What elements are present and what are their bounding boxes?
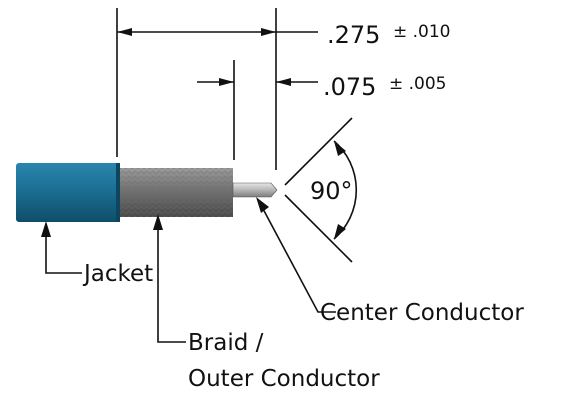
angle-dimension: 90° (284, 117, 358, 263)
arrowhead-pin-left (219, 78, 234, 86)
braid-leader-line (157, 218, 186, 343)
pin-length-tolerance: ± .005 (389, 74, 447, 94)
braid-label-line1: Braid / (188, 330, 264, 356)
jacket-section (16, 163, 120, 222)
pin-length-value: .075 (323, 73, 376, 101)
angle-value: 90° (310, 177, 353, 205)
overall-length-tolerance: ± .010 (393, 22, 451, 42)
overall-length-dimension: .275 ± .010 (117, 21, 451, 49)
pin-length-dimension: .075 ± .005 (197, 73, 447, 101)
jacket-label: Jacket (82, 261, 153, 287)
braid-callout: Braid / Outer Conductor (153, 214, 380, 392)
arrowhead-left (117, 28, 132, 36)
braid-label-line2: Outer Conductor (188, 366, 380, 392)
extension-lines (116, 8, 277, 170)
cable (16, 163, 278, 222)
braid-texture (120, 168, 233, 217)
center-conductor-leader-line (261, 206, 336, 313)
arrowhead-pin-right (276, 78, 291, 86)
overall-length-value: .275 (327, 21, 380, 49)
center-conductor-leader-arrowhead (256, 197, 269, 213)
jacket-edge (116, 163, 120, 222)
angle-arrowhead-bottom (334, 224, 346, 239)
center-conductor-callout: Center Conductor (256, 197, 524, 326)
jacket-callout: Jacket (41, 221, 153, 287)
center-conductor-pin (232, 182, 278, 198)
arrowhead-right (261, 28, 276, 36)
jacket-leader-line (45, 225, 82, 274)
angle-extension-upper (284, 117, 353, 186)
angle-arrowhead-top (334, 141, 346, 156)
center-conductor-label: Center Conductor (320, 300, 524, 326)
angle-extension-lower (284, 194, 353, 263)
